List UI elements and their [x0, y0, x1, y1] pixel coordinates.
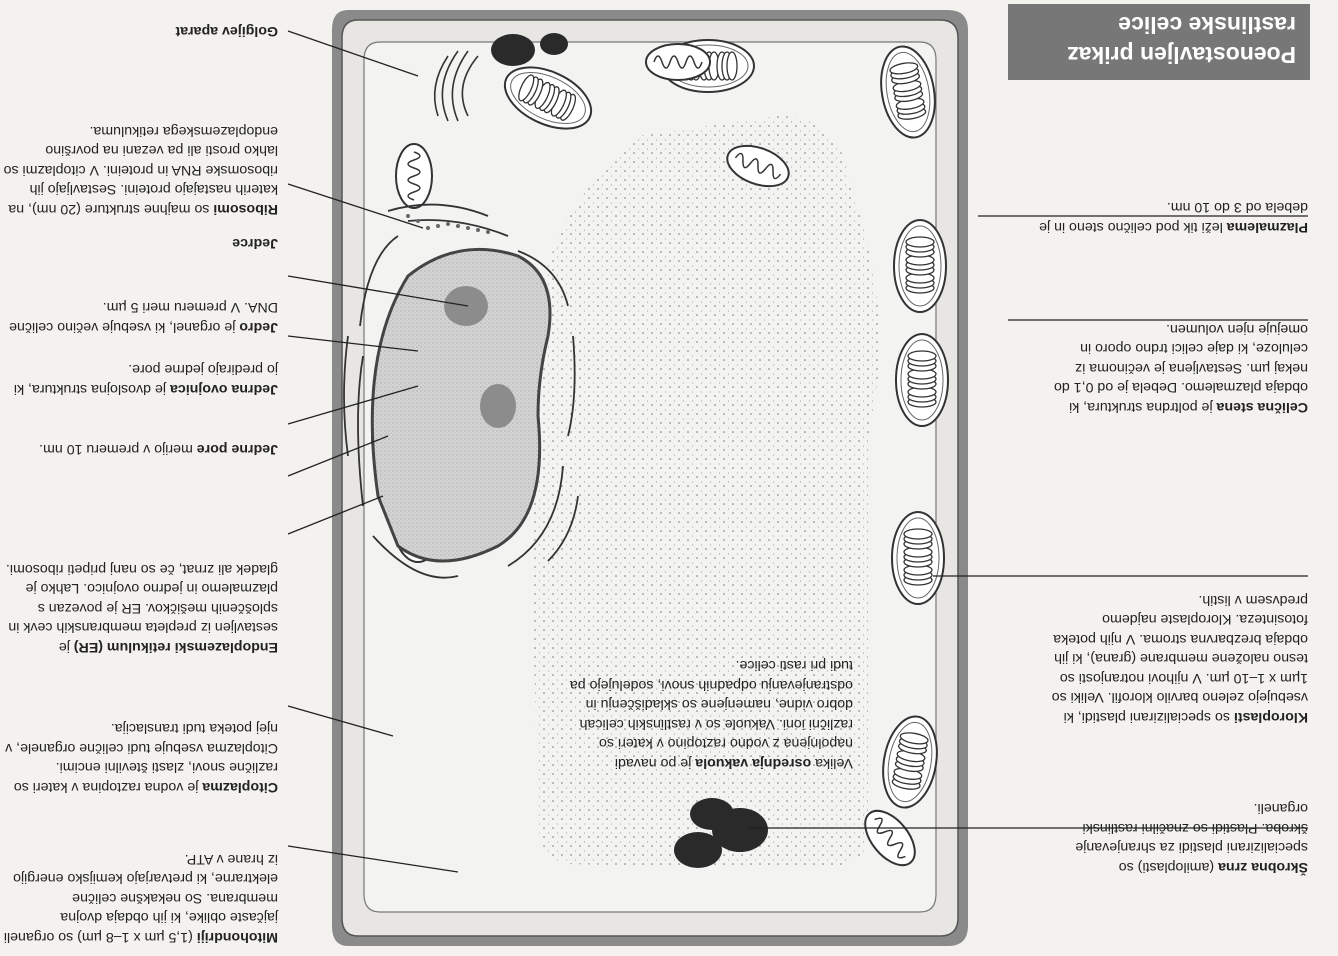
label-starch-grains: Škrobna zrna (amiloplasti) so specializi…: [1038, 798, 1308, 876]
mitochondrion: [646, 44, 710, 80]
chloroplast: [896, 334, 948, 426]
label-chloroplasts: Kloroplasti so specializirani plastidi, …: [1038, 590, 1308, 727]
label-golgi: Golgijev aparat: [3, 21, 278, 41]
label-cytoplasm: Citoplazma je vodna raztopina v kateri s…: [3, 718, 278, 796]
label-nucleus: Jedro je organel, ki vsebuje večino celi…: [3, 297, 278, 336]
label-ribosomes: Ribosomi so majhne strukture (20 nm), na…: [3, 121, 278, 219]
chloroplast: [894, 220, 946, 312]
label-nuclear-pores: Jedrne pore merijo v premeru 10 nm.: [3, 439, 278, 459]
nucleolus: [480, 384, 516, 428]
label-cell-wall: Celična stena je poltrdna struktura, ki …: [1038, 319, 1308, 417]
label-nuclear-envelope: Jedrna ovojnica je dvoslojna struktura, …: [3, 359, 278, 398]
label-nucleolus: Jedrce: [3, 233, 278, 253]
mitochondrion: [396, 144, 432, 208]
label-plasma-membrane: Plazmalema leži tik pod celično steno in…: [1038, 197, 1308, 236]
label-mitochondria: Mitohondriji (1,5 µm x 1–8 µm) so organe…: [3, 849, 278, 947]
label-er: Endoplazemski retikulum (ER) je sestavlj…: [3, 559, 278, 657]
chloroplast: [892, 512, 944, 604]
label-vacuole: Velika osrednja vakuola je po navadi nap…: [553, 655, 853, 772]
nucleus: [372, 249, 550, 561]
